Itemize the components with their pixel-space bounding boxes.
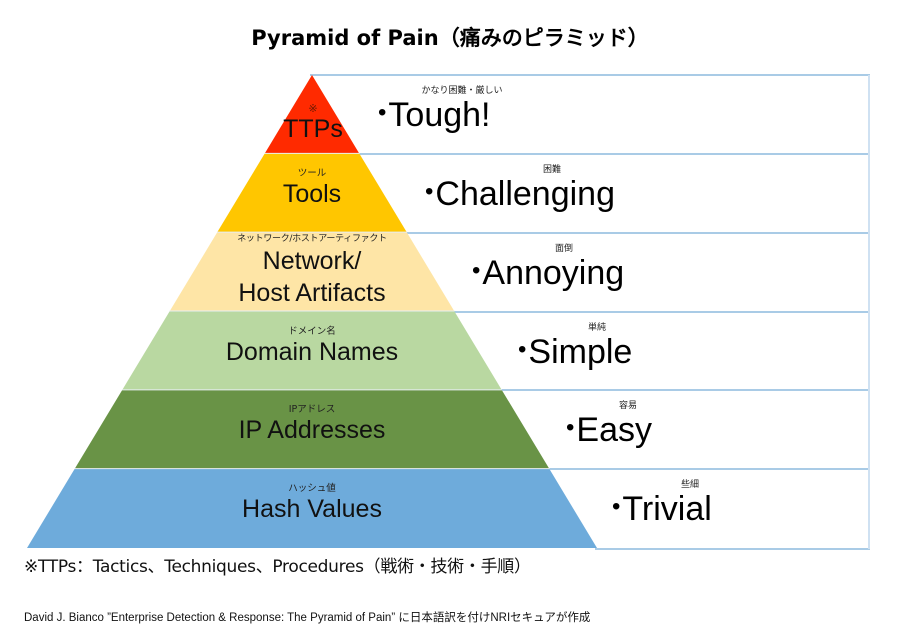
- band-main-label: Domain Names: [225, 337, 399, 366]
- difficulty-label-hash-values: •Trivial: [612, 492, 712, 526]
- bullet-icon: •: [425, 177, 434, 205]
- band-main-label: IP Addresses: [238, 416, 386, 445]
- difficulty-ruby-hash-values: 些細: [680, 480, 700, 491]
- band-ruby: ドメイン名: [288, 325, 336, 337]
- pyramid-band-network-host-artifacts: [169, 232, 455, 312]
- band-main-label-line2: Host Artifacts: [238, 278, 386, 307]
- bullet-icon: •: [378, 99, 387, 126]
- bullet-icon: •: [472, 256, 481, 284]
- pyramid-band-domain-names: [122, 311, 502, 391]
- pyramid-band-ip-addresses: [74, 390, 550, 470]
- difficulty-ruby-network-host-artifacts: 面倒: [554, 243, 574, 254]
- difficulty-box-ip-addresses: [500, 389, 870, 469]
- difficulty-text: Annoying: [482, 253, 625, 292]
- difficulty-ruby-tools: 困難: [542, 164, 562, 175]
- difficulty-label-domain-names: •Simple: [518, 335, 632, 369]
- difficulty-label-ttps: •Tough!: [378, 98, 491, 132]
- difficulty-label-network-host-artifacts: •Annoying: [472, 256, 624, 290]
- bullet-icon: •: [518, 335, 527, 363]
- pyramid-band-tools: [217, 153, 407, 233]
- difficulty-text: Simple: [528, 332, 633, 371]
- boxes-right-border: [868, 75, 870, 549]
- band-main-label: Tools: [282, 179, 342, 208]
- difficulty-text: Challenging: [435, 174, 615, 213]
- band-label-network-host-artifacts: ネットワーク/ホストアーティファクト Network/Host Artifacts: [237, 234, 387, 309]
- band-main-label: Network/: [262, 246, 362, 275]
- bullet-icon: •: [566, 414, 575, 442]
- difficulty-text: Tough!: [388, 96, 491, 134]
- difficulty-ruby-domain-names: 単純: [587, 322, 607, 333]
- difficulty-label-ip-addresses: •Easy: [566, 413, 652, 447]
- difficulty-label-tools: •Challenging: [425, 177, 615, 211]
- bullet-icon: •: [612, 493, 621, 521]
- source-credit: David J. Bianco ”Enterprise Detection & …: [24, 612, 591, 624]
- band-ruby: ネットワーク/ホストアーティファクト: [237, 233, 387, 244]
- band-ruby: ツール: [297, 167, 327, 179]
- band-label-ttps: ※TTPs: [283, 103, 343, 144]
- difficulty-box-hash-values: [547, 468, 870, 547]
- difficulty-box-ttps: [310, 74, 870, 153]
- difficulty-box-tools: [357, 152, 870, 232]
- band-main-label: Hash Values: [242, 495, 382, 524]
- pyramid-band-ttps: [264, 75, 360, 154]
- difficulty-text: Easy: [576, 411, 652, 450]
- band-ruby: IPアドレス: [288, 404, 336, 416]
- boxes-bottom-border: [595, 548, 870, 550]
- difficulty-ruby-ip-addresses: 容易: [618, 401, 638, 412]
- diagram-title: Pyramid of Pain（痛みのピラミッド）: [251, 26, 649, 50]
- difficulty-ruby-ttps: かなり困難・厳しい: [421, 86, 503, 96]
- band-ruby: ハッシュ値: [288, 483, 336, 495]
- band-ruby: ※: [308, 102, 318, 115]
- band-main-label: TTPs: [283, 115, 343, 143]
- difficulty-box-domain-names: [452, 310, 870, 390]
- difficulty-box-network-host-artifacts: [405, 231, 870, 311]
- difficulty-text: Trivial: [622, 490, 712, 529]
- ttps-footnote: ※TTPs：Tactics、Techniques、Procedures（戦術・技…: [24, 557, 531, 577]
- pyramid-band-hash-values: [27, 469, 597, 548]
